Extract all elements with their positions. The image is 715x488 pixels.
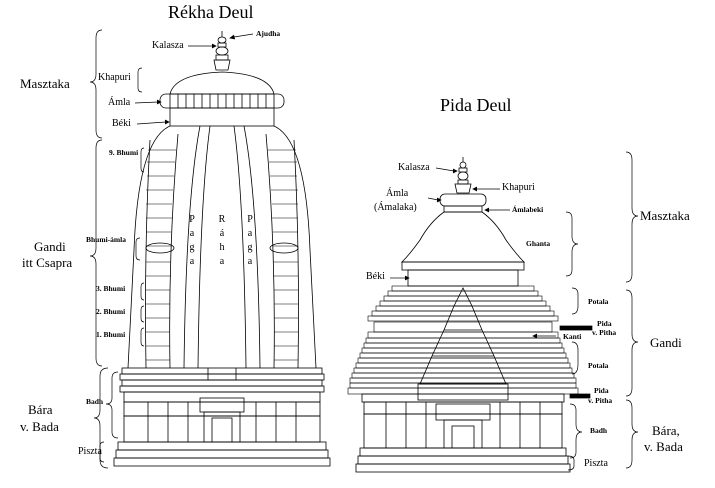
pida-arrows	[390, 167, 593, 399]
pida-label-pida-pitha-1-line1: Pida	[597, 319, 612, 328]
pida-ghanta	[401, 211, 525, 263]
rekha-amla	[159, 93, 285, 109]
raha-letter: R	[218, 214, 226, 225]
rekha-khapuri	[169, 71, 275, 95]
pida-gandi-tiers	[347, 285, 579, 395]
rekha-paga-right: P a g a	[245, 213, 255, 269]
pida-label-ghanta: Ghanta	[526, 239, 551, 248]
paga-right-letter: a	[247, 228, 253, 239]
pida-label-pida-pitha-2-line2: v. Pitha	[588, 396, 613, 405]
pida-beki	[407, 269, 519, 287]
pida-amlabeki	[443, 205, 483, 213]
rekha-label-beki: Béki	[112, 118, 131, 129]
rekha-label-khapuri: Khapuri	[98, 72, 131, 83]
pida-label-amla-line1: Ámla	[386, 188, 409, 199]
rekha-label-piszta: Piszta	[78, 446, 102, 457]
pida-label-amlabeki: Ámlabeki	[512, 205, 544, 214]
paga-right-letter: a	[247, 256, 253, 267]
pida-label-beki: Béki	[366, 271, 385, 282]
pida-label-kalasza: Kalasza	[398, 162, 430, 173]
rekha-group-gandi-line2: itt Csapra	[22, 255, 73, 270]
rekha-label-bhumi1: 1. Bhumi	[96, 330, 126, 339]
pida-group-bara-line2: v. Bada	[644, 439, 683, 454]
rekha-braces	[89, 29, 145, 469]
paga-left-letter: a	[189, 228, 195, 239]
rekha-label-bhumi9: 9. Bhumi	[109, 148, 139, 157]
rekha-raha: R á h a	[217, 213, 227, 269]
rekha-beki	[169, 107, 275, 127]
pida-label-kanti: Kanti	[563, 332, 582, 341]
raha-letter: a	[219, 256, 225, 267]
pida-kalasza-finial	[454, 157, 472, 194]
rekha-group-masztaka: Masztaka	[20, 76, 70, 91]
pida-title: Pida Deul	[440, 95, 512, 115]
rekha-title: Rékha Deul	[168, 2, 254, 22]
rekha-label-ajudha: Ajudha	[256, 29, 281, 38]
raha-letter: á	[219, 228, 225, 239]
rekha-gandi	[127, 125, 317, 369]
rekha-bara	[113, 367, 331, 467]
pida-label-potala-top: Potala	[588, 297, 609, 306]
rekha-paga-left: P a g a	[187, 213, 197, 269]
pida-label-potala-bottom: Potala	[588, 361, 609, 370]
paga-right-letter: g	[247, 242, 253, 253]
pida-label-pida-pitha-2-line1: Pida	[594, 386, 609, 395]
rekha-arrows	[134, 33, 254, 125]
pida-label-piszta: Piszta	[584, 458, 608, 469]
pida-group-gandi: Gandi	[650, 335, 682, 350]
pida-central-gable	[417, 287, 509, 401]
rekha-label-amla: Ámla	[108, 97, 131, 108]
rekha-label-kalasza: Kalasza	[152, 40, 184, 51]
pida-group-masztaka: Masztaka	[640, 208, 690, 223]
rekha-label-bhumi2: 2. Bhumi	[96, 307, 126, 316]
pida-label-badh: Badh	[590, 426, 608, 435]
paga-right-letter: P	[247, 214, 253, 225]
rekha-deul-drawing	[113, 31, 331, 467]
rekha-label-bhumi3: 3. Bhumi	[96, 284, 126, 293]
rekha-label-bhumi-amla: Bhumi-ámla	[86, 235, 127, 244]
rekha-label-badh: Badh	[86, 397, 104, 406]
pida-label-khapuri: Khapuri	[502, 182, 535, 193]
pida-bara	[355, 393, 571, 473]
pida-label-pida-pitha-1-line2: v. Pitha	[592, 328, 617, 337]
paga-left-letter: g	[189, 242, 195, 253]
pida-amla	[439, 193, 487, 207]
rekha-kalasza-finial	[213, 31, 231, 71]
raha-letter: h	[219, 242, 225, 253]
pida-label-amla-line2: (Ámalaka)	[374, 202, 417, 213]
paga-left-letter: a	[189, 256, 195, 267]
pida-group-bara-line1: Bára,	[652, 423, 680, 438]
rekha-group-bara-line2: v. Bada	[20, 419, 59, 434]
rekha-group-gandi-line1: Gandi	[34, 239, 66, 254]
pida-braces	[565, 151, 639, 471]
rekha-group-bara-line1: Bára	[28, 402, 53, 417]
pida-deul-drawing	[347, 157, 579, 473]
paga-left-letter: P	[189, 214, 195, 225]
